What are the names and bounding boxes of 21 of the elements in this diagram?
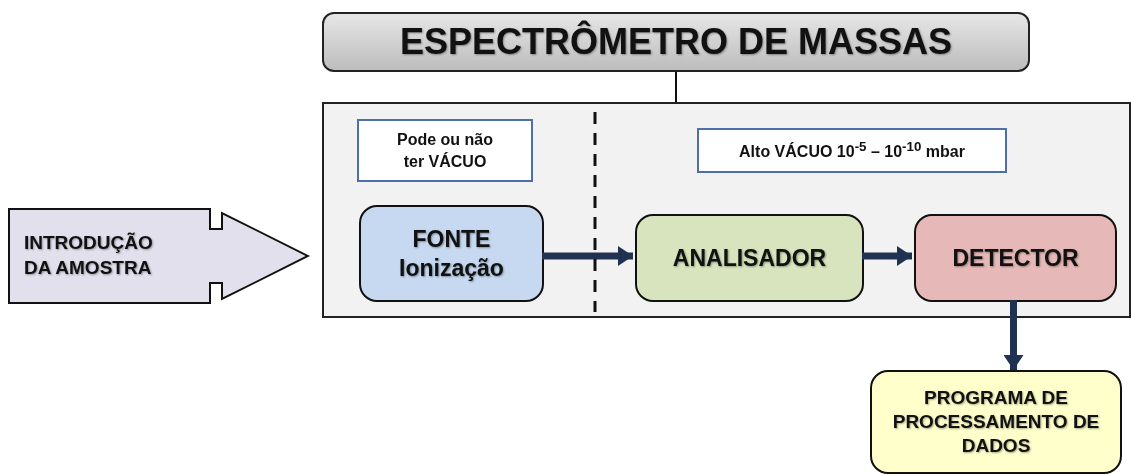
panel-box [322,102,1131,318]
node-label: DETECTOR [952,243,1079,273]
node-label: FONTE Ionização [398,224,505,283]
process-box [359,205,544,302]
node-label: Pode ou não ter VÁCUO [396,129,494,172]
note-box [697,128,1007,173]
process-box [635,214,864,302]
node-label: INTRODUÇÃO DA AMOSTRA [24,231,154,280]
arrow [1003,300,1024,370]
input-arrow-shape [8,208,310,304]
node-label: Alto VÁCUO 10$^{-5}$ – 10$^{-10}$ mbar [739,138,965,163]
node-label: ANALISADOR [672,243,827,273]
title-box [322,12,1030,72]
node-label: PROGRAMA DE PROCESSAMENTO DE DADOS [891,386,1101,458]
connector-line [675,71,677,103]
node-label: ESPECTRÔMETRO DE MASSAS [399,21,953,63]
process-box [870,370,1122,474]
arrow [862,246,912,266]
note-box [357,119,533,182]
arrow [542,246,633,266]
process-box [914,214,1117,302]
